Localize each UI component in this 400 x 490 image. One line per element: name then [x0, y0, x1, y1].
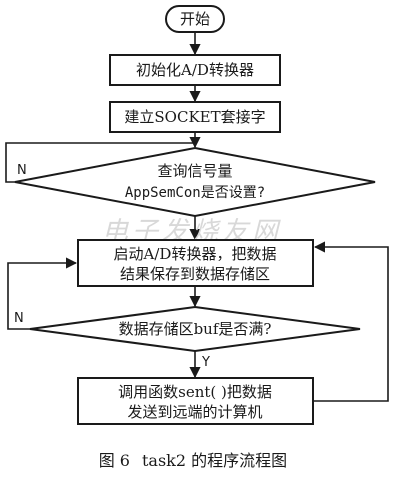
init-adc-node: 初始化A/D转换器: [109, 54, 281, 86]
figure-caption: 图 6 task2 的程序流程图: [99, 451, 287, 470]
edge-send-loop: [313, 241, 389, 402]
socket-node: 建立SOCKET套接字: [109, 101, 281, 133]
adc-store-line1: 启动A/D转换器，把数据: [114, 245, 277, 263]
start-node: 开始: [165, 5, 225, 33]
socket-label: 建立SOCKET套接字: [124, 108, 265, 126]
caption-title: task2 的程序流程图: [142, 451, 287, 470]
caption-figure-number: 图 6: [99, 451, 130, 470]
adc-store-line2: 结果保存到数据存储区: [120, 265, 270, 283]
send-node: 调用函数sent( )把数据 发送到远端的计算机: [77, 377, 314, 425]
buf-label: 数据存储区buf是否满?: [119, 320, 272, 338]
send-line1: 调用函数sent( )把数据: [118, 383, 272, 401]
start-label: 开始: [180, 10, 210, 28]
send-line2: 发送到远端的计算机: [127, 403, 262, 421]
query-label-line1: 查询信号量: [157, 162, 232, 180]
buf-decision: 数据存储区buf是否满?: [29, 305, 361, 353]
buf-no-label: N: [14, 311, 24, 326]
query-label-line2: AppSemCon是否设置?: [125, 185, 265, 201]
edge-buf-no-loop: [7, 257, 78, 330]
query-no-label: N: [17, 163, 27, 178]
adc-store-node: 启动A/D转换器，把数据 结果保存到数据存储区: [77, 239, 314, 287]
query-decision: 查询信号量 AppSemCon是否设置?: [14, 146, 376, 218]
init-adc-label: 初始化A/D转换器: [136, 61, 254, 79]
edge-query-no-loop: [5, 142, 195, 183]
buf-yes-label: Y: [201, 355, 210, 370]
